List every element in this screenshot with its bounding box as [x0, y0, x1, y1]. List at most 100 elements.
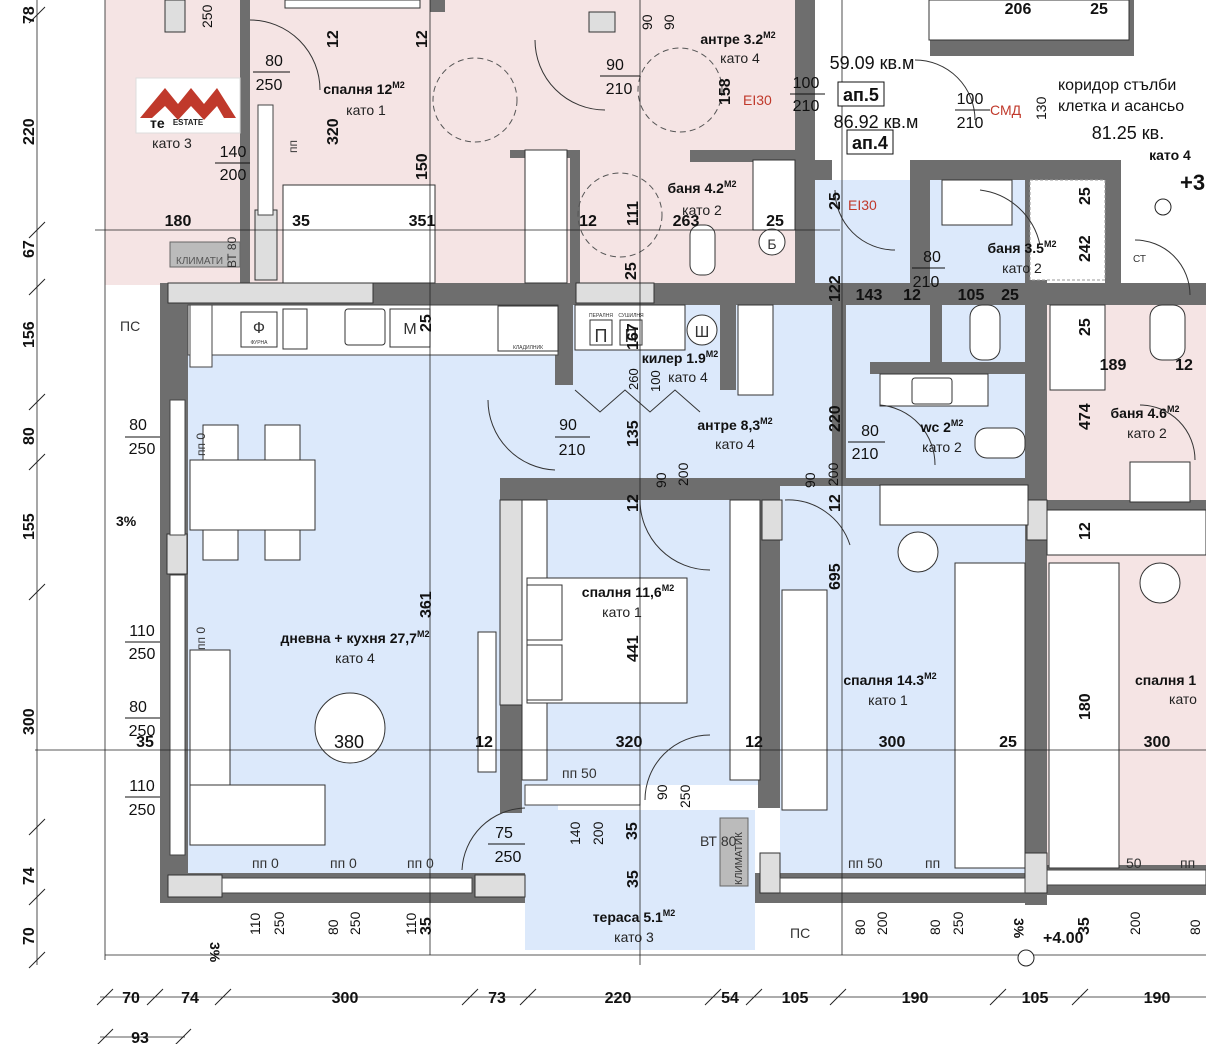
svg-text:250: 250 [129, 723, 156, 740]
svg-text:220: 220 [827, 405, 844, 432]
svg-text:като 4: като 4 [668, 369, 708, 385]
svg-text:пп 0: пп 0 [252, 855, 279, 871]
svg-text:210: 210 [957, 115, 984, 132]
svg-text:140: 140 [220, 144, 247, 161]
svg-text:74: 74 [181, 990, 199, 1007]
svg-text:пп 0: пп 0 [194, 627, 208, 650]
svg-text:81.25 кв.: 81.25 кв. [1092, 123, 1164, 143]
toilet-icon [689, 224, 716, 276]
svg-text:пп 0: пп 0 [194, 433, 208, 456]
svg-text:90: 90 [606, 57, 624, 74]
svg-text:КЛИМАТИ: КЛИМАТИ [176, 256, 223, 267]
boiler-icon [686, 314, 718, 346]
apartment-badge [837, 81, 885, 107]
svg-text:25: 25 [1077, 187, 1094, 205]
svg-text:351: 351 [409, 213, 436, 230]
svg-text:143: 143 [856, 287, 883, 304]
svg-text:200: 200 [590, 821, 606, 845]
svg-text:25: 25 [827, 192, 844, 210]
room-label-bath-46: баня 4.6M2 [1111, 404, 1180, 421]
shaft [928, 0, 1130, 41]
svg-text:EI30: EI30 [848, 197, 877, 213]
room-label-bath-35: баня 3.5M2 [988, 239, 1057, 256]
svg-text:180: 180 [1077, 693, 1094, 720]
svg-text:пп 0: пп 0 [330, 855, 357, 871]
room-label-living: дневна + кухня 27,7M2 [281, 629, 430, 646]
svg-text:695: 695 [827, 563, 844, 590]
room-label-wc: wc 2M2 [920, 418, 964, 435]
svg-text:220: 220 [21, 118, 38, 145]
svg-text:ПС: ПС [790, 925, 810, 941]
svg-text:3%: 3% [207, 942, 223, 963]
svg-text:като 4: като 4 [715, 436, 755, 452]
svg-text:73: 73 [488, 990, 506, 1007]
svg-text:250: 250 [271, 911, 287, 935]
svg-text:90: 90 [654, 784, 670, 800]
svg-text:78: 78 [21, 6, 38, 24]
svg-text:75: 75 [495, 825, 513, 842]
svg-text:ап.4: ап.4 [852, 133, 888, 153]
bed-single [282, 184, 436, 284]
room-label-bedroom-12: спалня 12M2 [323, 80, 405, 97]
svg-text:12: 12 [414, 30, 431, 48]
dining-chair [264, 529, 301, 561]
svg-text:като 2: като 2 [1127, 425, 1167, 441]
svg-text:пп 50: пп 50 [562, 765, 597, 781]
office-chair [897, 531, 939, 573]
svg-text:260: 260 [626, 368, 641, 390]
svg-text:250: 250 [129, 802, 156, 819]
wheelchair-zone [637, 47, 723, 133]
apartment-labels: ап.5 59.09 кв.м ап.4 86.92 кв.м [830, 53, 919, 153]
svg-text:122: 122 [827, 275, 844, 302]
shower-icon [1029, 179, 1106, 281]
svg-text:12: 12 [1175, 357, 1193, 374]
svg-text:25: 25 [418, 314, 435, 332]
sofa-chaise [189, 784, 326, 846]
svg-text:54: 54 [721, 990, 739, 1007]
svg-text:пп: пп [1180, 855, 1195, 871]
dimension-lines [35, 0, 1206, 1038]
svg-text:90: 90 [661, 14, 677, 30]
svg-text:35: 35 [136, 734, 154, 751]
svg-text:156: 156 [21, 321, 38, 348]
svg-text:150: 150 [414, 153, 431, 180]
hob-icon [282, 308, 308, 350]
svg-text:80: 80 [927, 919, 943, 935]
hall-wardrobe [737, 304, 774, 396]
svg-text:100: 100 [793, 75, 820, 92]
svg-text:80: 80 [129, 417, 147, 434]
dishwasher-icon [389, 308, 431, 348]
bottom-dims: 70 74 300 73 220 54 105 190 105 190 93 [122, 990, 1170, 1044]
svg-text:като 4: като 4 [720, 50, 760, 66]
sink-icon [1129, 461, 1191, 503]
dining-chair [264, 424, 301, 461]
svg-text:80: 80 [325, 919, 341, 935]
level-marker [1017, 949, 1035, 967]
svg-text:П: П [625, 326, 638, 346]
wardrobe [781, 589, 828, 811]
windows [169, 104, 1206, 894]
svg-text:167: 167 [625, 323, 642, 350]
kitchen-column [189, 304, 213, 368]
svg-text:12: 12 [903, 287, 921, 304]
svg-text:320: 320 [616, 734, 643, 751]
svg-text:210: 210 [606, 81, 633, 98]
svg-text:като 1: като 1 [868, 692, 908, 708]
svg-text:441: 441 [625, 635, 642, 662]
corridor-labels: коридор стълби клетка и асансьо 81.25 кв… [1058, 77, 1191, 163]
svg-text:ПС: ПС [120, 318, 140, 334]
svg-text:EI30: EI30 [743, 92, 772, 108]
svg-text:35: 35 [625, 870, 642, 888]
svg-text:300: 300 [879, 734, 906, 751]
svg-text:КЛИМАТИК: КЛИМАТИК [734, 832, 745, 885]
svg-text:СМД: СМД [990, 102, 1022, 118]
svg-text:12: 12 [625, 494, 642, 512]
svg-text:200: 200 [825, 462, 841, 486]
svg-text:25: 25 [766, 213, 784, 230]
sink-icon [941, 179, 1013, 226]
svg-text:200: 200 [220, 167, 247, 184]
svg-text:50: 50 [1126, 855, 1142, 871]
room-label-te: те [150, 115, 165, 131]
interior-dims: 12 12 12 12 12 25 25 25 25 35 35 180 351… [136, 1, 1193, 751]
svg-text:Б: Б [767, 236, 776, 252]
